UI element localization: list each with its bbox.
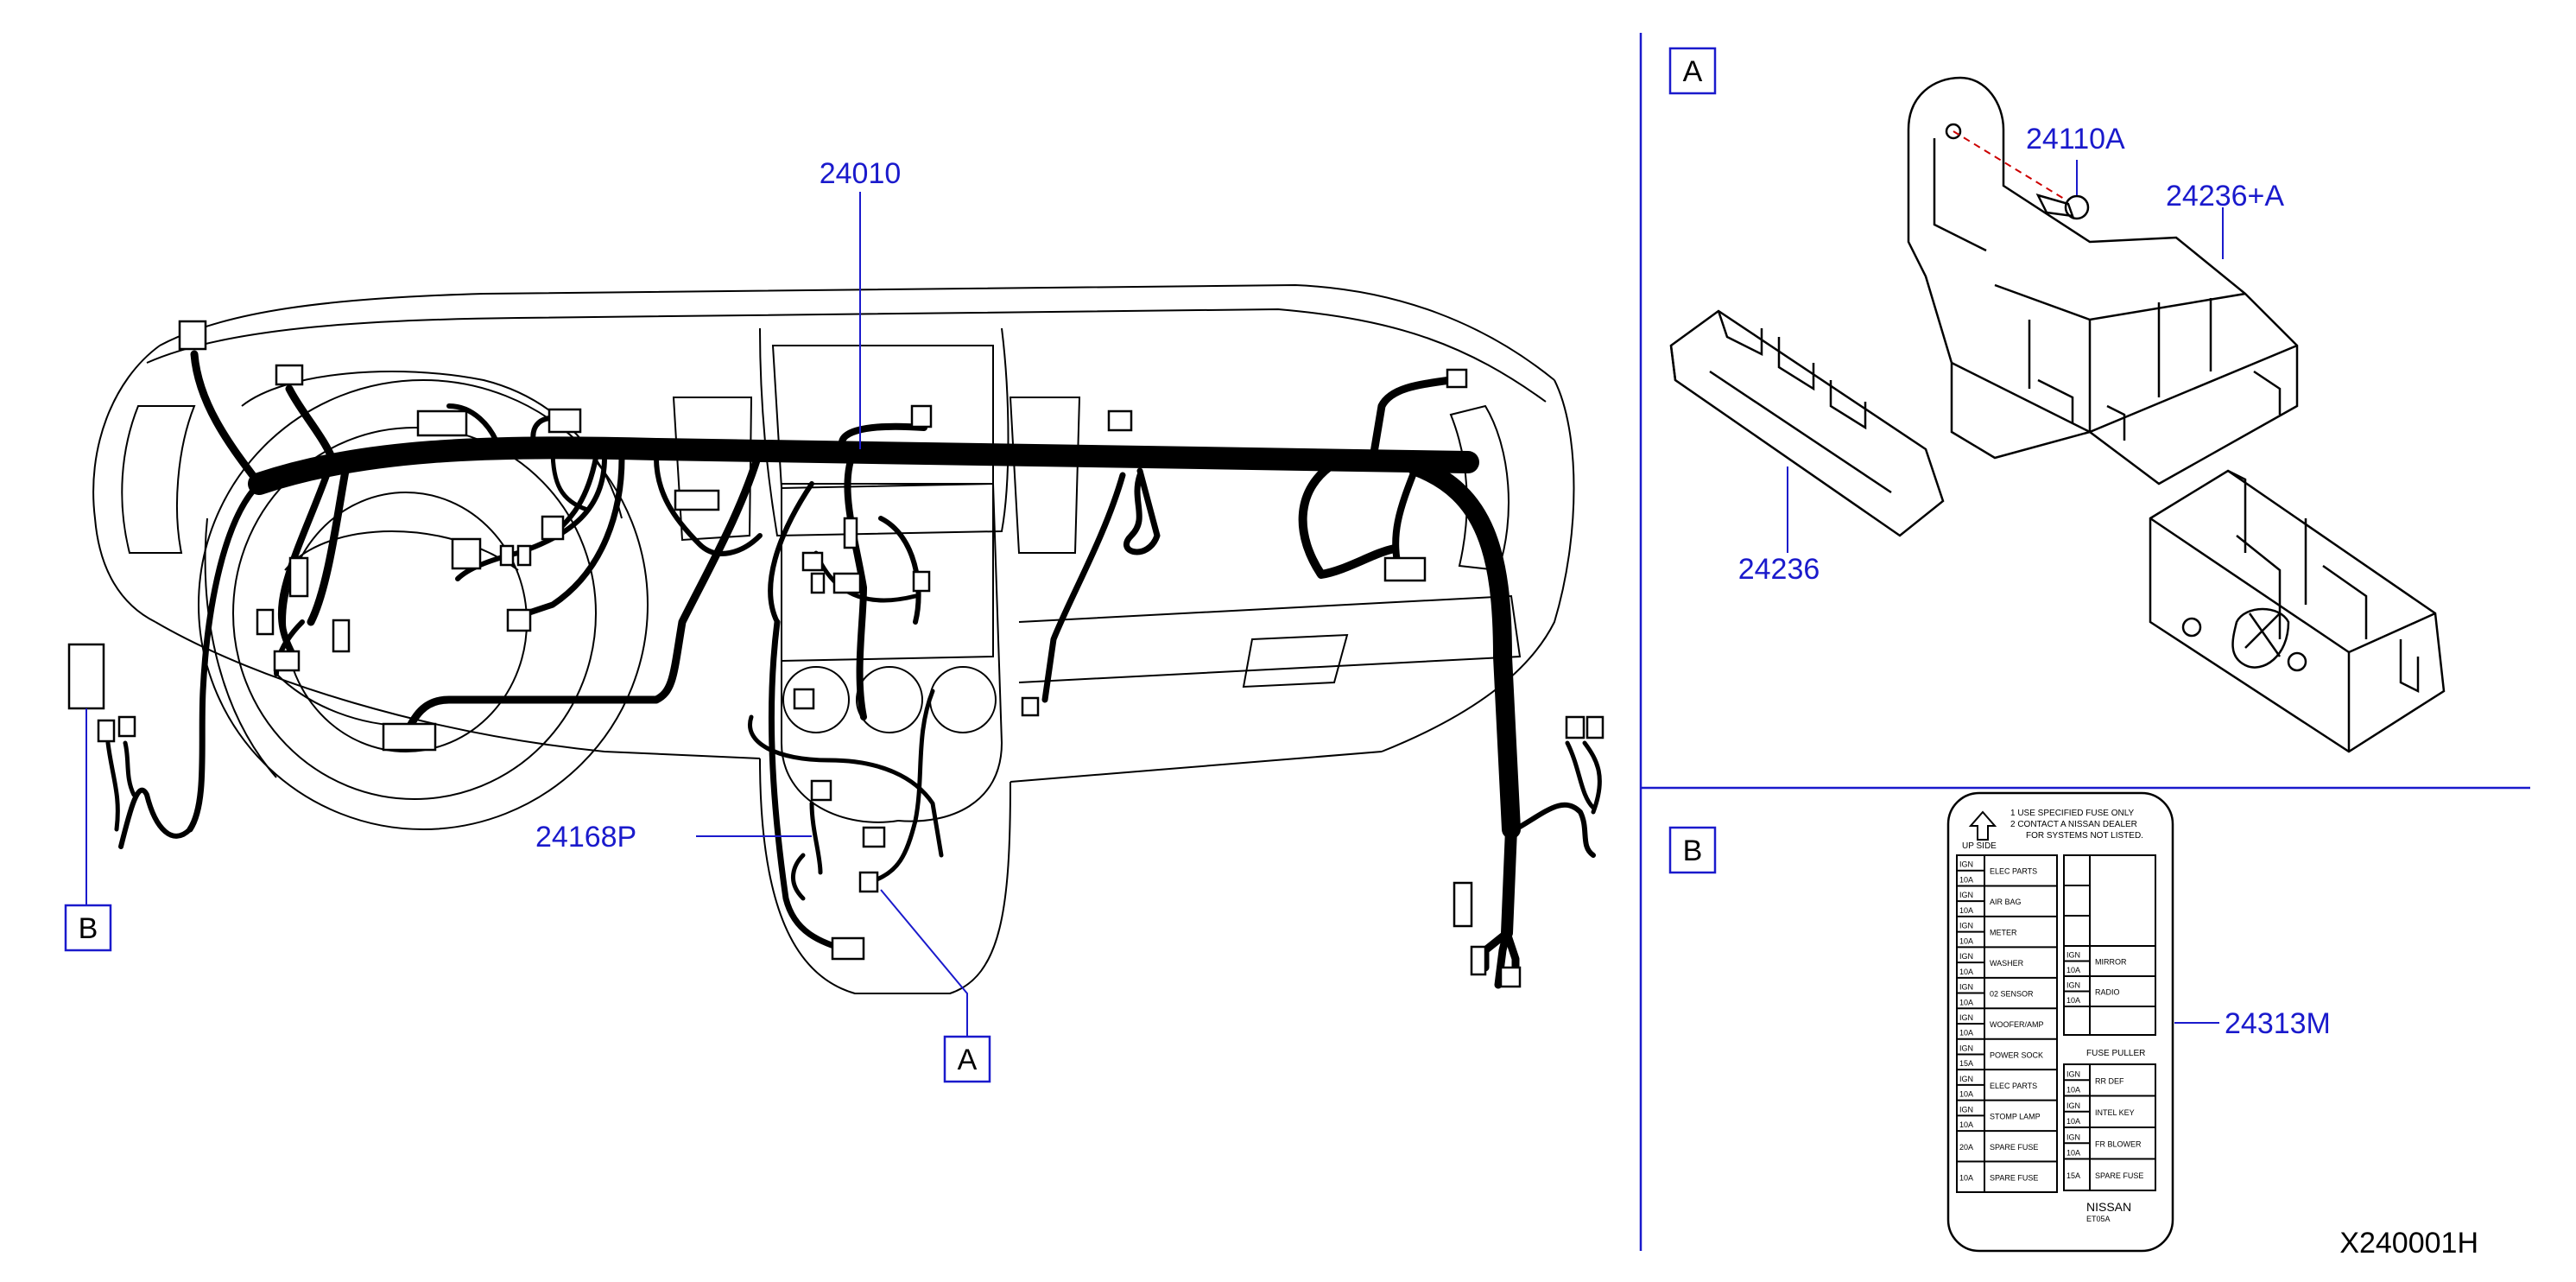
fuse-block-component <box>2149 469 2446 753</box>
fuse-right-bottom-name: INTEL KEY <box>2095 1108 2135 1117</box>
fuse-left-amp-top: IGN <box>1959 1044 1973 1052</box>
fuse-left-amp-bottom: 10A <box>1959 875 1973 884</box>
fuse-left-name: AIR BAG <box>1990 898 2022 906</box>
fuse-left-name: WOOFER/AMP <box>1990 1020 2044 1029</box>
callout-24010: 24010 <box>820 157 902 190</box>
fuse-right-top-amp-top: IGN <box>2066 951 2080 960</box>
fuse-left-name: STOMP LAMP <box>1990 1112 2041 1120</box>
fuse-left-amp-bottom: 15A <box>1959 1059 1973 1068</box>
fuse-left-amp-bottom: 10A <box>1959 998 1973 1006</box>
view-b-header <box>1668 826 1717 874</box>
fuse-notice-1: 1 USE SPECIFIED FUSE ONLY <box>2010 809 2135 818</box>
view-b-marker <box>64 904 112 952</box>
fuse-left-amp-top: IGN <box>1959 891 1973 899</box>
fuse-right-bottom-name: FR BLOWER <box>2095 1139 2142 1148</box>
fuse-right-bottom-amp-bottom: 10A <box>2066 1149 2080 1158</box>
fuse-right-bottom-amp: 15A <box>2066 1171 2080 1180</box>
callout-24313m: 24313M <box>2225 1007 2331 1040</box>
fuse-left-amp-top: IGN <box>1959 860 1973 869</box>
fuse-left-amp-bottom: 10A <box>1959 1120 1973 1129</box>
fuse-right-bottom-amp-top: IGN <box>2066 1101 2080 1110</box>
fuse-left-name: WASHER <box>1990 959 2024 968</box>
callout-24236a: 24236+A <box>2166 180 2284 213</box>
view-a-header <box>1668 47 1717 95</box>
fuse-left-amp-top: IGN <box>1959 1075 1973 1083</box>
fuse-left-amp-top: IGN <box>1959 922 1973 930</box>
fuse-right-bottom-name: SPARE FUSE <box>2095 1171 2143 1180</box>
fuse-left-name: SPARE FUSE <box>1990 1143 2038 1152</box>
fuse-left-amp: 10A <box>1959 1173 1973 1182</box>
callout-24168p: 24168P <box>535 821 636 854</box>
view-a-header-label: A <box>1683 55 1703 88</box>
bracket-assy-24236a <box>1907 76 2299 486</box>
fuse-left-amp: 20A <box>1959 1143 1973 1152</box>
fuse-left-amp-top: IGN <box>1959 1105 1973 1114</box>
fuse-left-amp-top: IGN <box>1959 1013 1973 1022</box>
fuse-left-amp-top: IGN <box>1959 983 1973 992</box>
fuse-left-amp-bottom: 10A <box>1959 936 1973 945</box>
fuse-puller-label: FUSE PULLER <box>2086 1049 2145 1058</box>
fuse-left-name: METER <box>1990 929 2017 937</box>
bolt-24110a <box>2035 194 2090 220</box>
connectors <box>67 320 1604 988</box>
fuse-left-name: 02 SENSOR <box>1990 990 2034 999</box>
fuse-left-amp-bottom: 10A <box>1959 1029 1973 1038</box>
fuse-right-bottom-amp-bottom: 10A <box>2066 1117 2080 1126</box>
fuse-right-bottom-name: RR DEF <box>2095 1076 2124 1085</box>
view-a-marker-label: A <box>958 1044 978 1076</box>
fuse-left-name: SPARE FUSE <box>1990 1173 2038 1182</box>
callout-24236: 24236 <box>1738 553 1820 586</box>
bracket-24236 <box>1669 309 1945 537</box>
fuse-right-top-amp-bottom: 10A <box>2066 996 2080 1005</box>
fuse-right-top-amp-top: IGN <box>2066 981 2080 990</box>
fuse-left-amp-bottom: 10A <box>1959 1090 1973 1099</box>
main-harness-24010 <box>105 350 1602 989</box>
fuse-notice-2: 2 CONTACT A NISSAN DEALER <box>2010 820 2137 829</box>
fuse-left-amp-top: IGN <box>1959 952 1973 961</box>
fuse-right-bottom-amp-top: IGN <box>2066 1069 2080 1078</box>
fuse-notice-3: FOR SYSTEMS NOT LISTED. <box>2026 831 2143 841</box>
view-b-header-label: B <box>1683 835 1703 867</box>
fuse-left-name: ELEC PARTS <box>1990 867 2037 876</box>
fuse-left-name: ELEC PARTS <box>1990 1082 2037 1090</box>
drawing-code: X240001H <box>2339 1227 2478 1260</box>
dashboard-outline <box>92 283 1575 994</box>
view-b-marker-label: B <box>79 912 98 945</box>
fuse-label-24313m: 1 USE SPECIFIED FUSE ONLY 2 CONTACT A NI… <box>1946 791 2174 1253</box>
fuse-left-amp-bottom: 10A <box>1959 968 1973 976</box>
fuse-brand: NISSAN <box>2086 1200 2131 1214</box>
callout-24110a: 24110A <box>2026 123 2125 155</box>
fuse-right-bottom-amp-top: IGN <box>2066 1133 2080 1141</box>
fuse-right-top-name: MIRROR <box>2095 958 2127 967</box>
fuse-left-amp-bottom: 10A <box>1959 906 1973 915</box>
fuse-part-code: ET05A <box>2086 1215 2111 1223</box>
fuse-right-top-name: RADIO <box>2095 988 2120 997</box>
fuse-left-name: POWER SOCK <box>1990 1050 2043 1059</box>
fuse-right-top-amp-bottom: 10A <box>2066 966 2080 974</box>
fuse-right-bottom-amp-bottom: 10A <box>2066 1086 2080 1095</box>
fuse-up-side: UP SIDE <box>1962 841 1997 851</box>
view-a-marker <box>943 1035 991 1083</box>
